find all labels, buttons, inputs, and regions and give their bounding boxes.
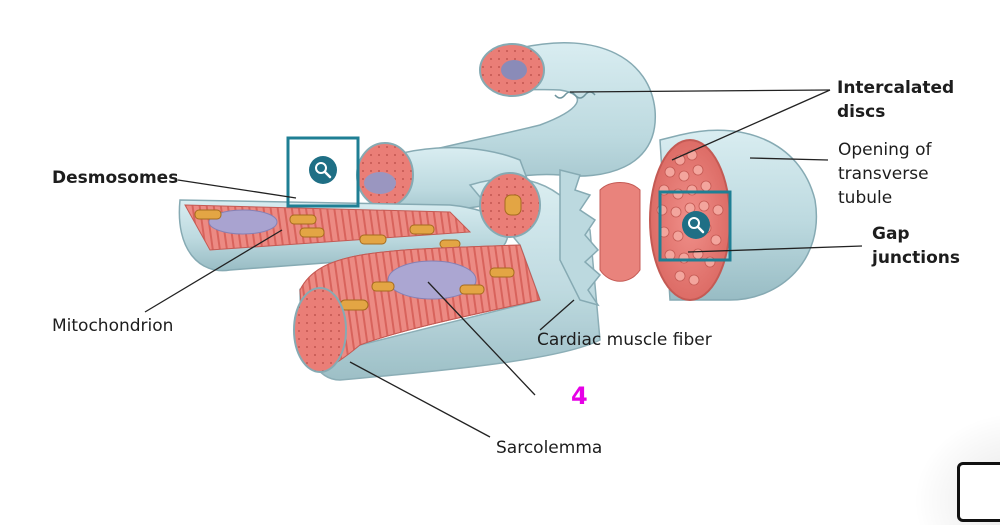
zoom-frame-right[interactable] [658, 190, 732, 262]
label-cardiac-muscle-fiber: Cardiac muscle fiber [537, 330, 712, 350]
label-desmosomes: Desmosomes [52, 168, 179, 188]
right-fiber [649, 129, 818, 301]
label-sarcolemma: Sarcolemma [496, 438, 603, 458]
magnifier-icon[interactable] [309, 156, 337, 184]
label-gap-junctions: Gap junctions [872, 224, 960, 268]
zoom-frame-left[interactable] [286, 136, 360, 208]
leader-lines [144, 89, 863, 438]
annotation-marker: 4 [571, 382, 588, 410]
label-intercalated-discs: Intercalated discs [837, 78, 955, 122]
label-mitochondrion: Mitochondrion [52, 316, 174, 336]
label-opening-transverse-tubule: Opening of transverse tubule [838, 140, 932, 208]
corner-frame[interactable] [957, 462, 1000, 522]
magnifier-icon[interactable] [682, 211, 710, 239]
diagram-illustration [144, 42, 863, 438]
intercalated-junction [559, 169, 641, 307]
lower-open-fiber [293, 172, 601, 381]
cardiac-muscle-diagram: Intercalated discs Desmosomes Opening of… [52, 42, 1000, 525]
